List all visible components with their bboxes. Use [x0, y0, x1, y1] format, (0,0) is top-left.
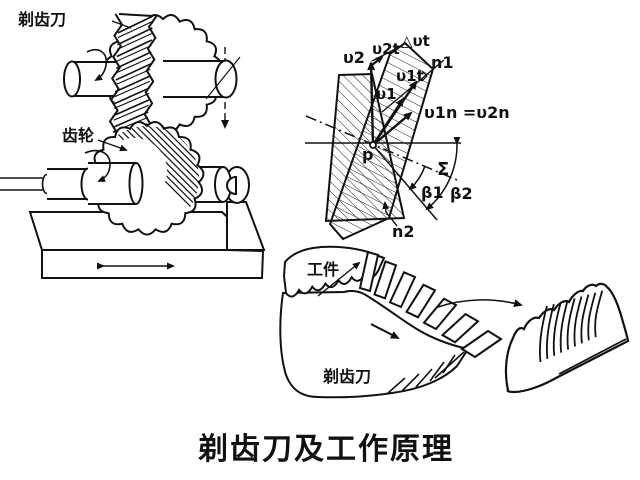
cutter-right-shaft	[163, 56, 241, 100]
label-v1t: υ1t	[396, 67, 424, 85]
label-sigma: Σ	[437, 159, 449, 180]
label-v1n-eq-v2n: υ1n =υ2n	[424, 103, 510, 122]
cutter-helical-body	[108, 13, 158, 137]
v1n-vector	[372, 111, 413, 146]
cutter-teeth	[358, 250, 503, 359]
label-v1: υ1	[376, 85, 397, 103]
machine-table	[28, 211, 265, 279]
page-title: 剃齿刀及工作原理	[198, 432, 454, 467]
right-angle-mark	[421, 70, 428, 82]
center-pin	[226, 175, 237, 196]
beta1-arc	[408, 165, 426, 191]
gear-left-shaft	[0, 162, 144, 205]
workpiece-body	[282, 245, 386, 298]
beta2-arc	[425, 136, 461, 211]
label-shaving-cutter-bottom: 剃齿刀	[323, 367, 371, 386]
label-v2: υ2	[343, 48, 365, 67]
gear-label-leader	[97, 139, 128, 152]
cutter-label-leader	[111, 20, 132, 29]
detail-callout-arrow	[437, 299, 523, 308]
label-beta1: β1	[421, 183, 444, 202]
gear-rotation-arrow	[84, 149, 111, 182]
label-workpiece: 工件	[307, 260, 339, 279]
tooth-serrations	[539, 290, 604, 363]
cutter-tooth-section	[328, 41, 435, 241]
n2-pointer	[382, 201, 398, 227]
cutter-rotation-arrow	[86, 49, 108, 82]
label-dvt: △υt	[401, 32, 430, 50]
workpiece-slide-arrow	[317, 261, 361, 297]
label-shaving-cutter-top: 剃齿刀	[18, 10, 66, 29]
tooth-base-line	[558, 338, 627, 375]
v1-vector	[371, 97, 405, 146]
v2t-vector	[371, 55, 384, 66]
shaving-diagram	[279, 245, 630, 399]
label-gear: 齿轮	[62, 126, 94, 145]
velocity-diagram: υ2 υ2t △υt n1 υ1t υ1 υ1n =υ2n p Σ β1 β2 …	[305, 32, 510, 241]
label-n1: n1	[431, 53, 454, 72]
cutter-rim-shading	[387, 351, 465, 394]
label-v2t: υ2t	[372, 40, 400, 58]
cutter-slide-arrow	[370, 323, 400, 339]
enlarged-tooth	[504, 282, 630, 394]
label-n2: n2	[392, 222, 415, 241]
pitch-point	[369, 141, 377, 149]
workpiece-gear	[89, 121, 205, 236]
shaving-cutter-body	[279, 289, 470, 399]
label-p: p	[362, 145, 373, 164]
tailstock-bracket	[226, 201, 266, 251]
label-beta2: β2	[450, 184, 473, 203]
machine-diagram	[0, 13, 266, 279]
v2-vector	[367, 61, 376, 146]
